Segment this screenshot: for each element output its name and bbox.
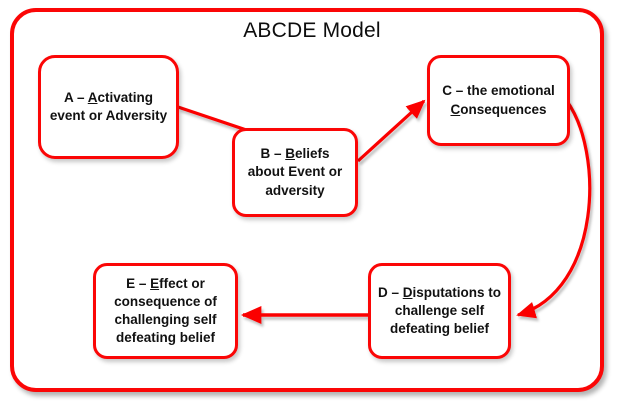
- node-e-effect[interactable]: E – Effect or consequence of challenging…: [93, 263, 238, 359]
- arrow-b-to-c: [356, 99, 426, 163]
- node-d-label: D – Disputations to challenge self defea…: [377, 284, 501, 337]
- node-b-beliefs[interactable]: B – Beliefs about Event or adversity: [232, 128, 358, 217]
- node-a-label: A – Activating event or Adversity: [49, 89, 168, 123]
- node-c-label: C – the emotional Consequences: [442, 83, 555, 117]
- arrow-c-to-d: [516, 99, 592, 319]
- node-d-disputations[interactable]: D – Disputations to challenge self defea…: [368, 263, 511, 359]
- node-b-label: B – Beliefs about Event or adversity: [247, 146, 343, 198]
- node-a-activating-event[interactable]: A – Activating event or Adversity: [38, 55, 179, 159]
- node-e-label: E – Effect or consequence of challenging…: [114, 275, 217, 346]
- node-c-emotional-consequences[interactable]: C – the emotional Consequences: [427, 55, 570, 146]
- page-title: ABCDE Model: [243, 19, 381, 42]
